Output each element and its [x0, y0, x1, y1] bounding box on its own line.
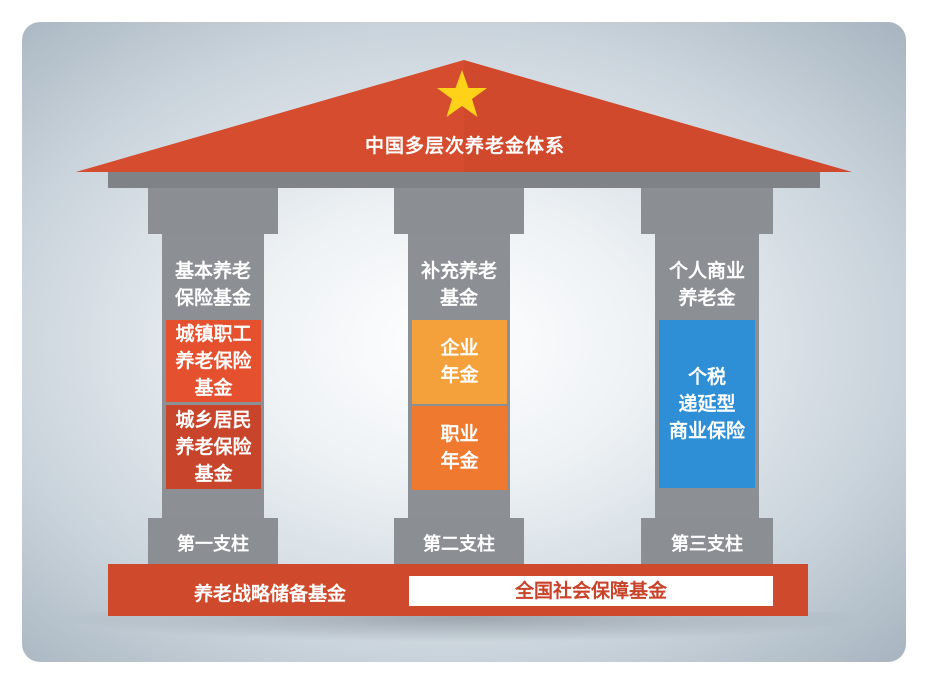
pillar-2-capital	[394, 188, 524, 234]
pillar-2-box-enterprise-annuity: 企业 年金	[412, 320, 507, 404]
pillar-1-capital	[148, 188, 278, 234]
pillar-2-base	[394, 518, 524, 564]
pillar-1-box-urban: 城镇职工 养老保险 基金	[166, 320, 261, 402]
pillar-3-title: 个人商业 养老金	[668, 260, 745, 309]
pillar-1-title: 基本养老 保险基金	[174, 260, 251, 309]
roof	[76, 60, 852, 188]
roof-title: 中国多层次养老金体系	[364, 135, 565, 157]
pillar-3-base-label: 第三支柱	[671, 534, 743, 555]
star-icon	[437, 70, 487, 117]
pillar-3-box-tax-deferred-insurance: 个税 递延型 商业保险	[659, 320, 755, 488]
pillar-2-base-label: 第二支柱	[423, 534, 495, 555]
pillar-2-box-occupational-annuity: 职业 年金	[412, 406, 507, 490]
pillar-3-capital	[641, 188, 773, 234]
floor-shadow	[60, 612, 870, 642]
pillar-1-box-rural: 城乡居民 养老保险 基金	[166, 405, 261, 489]
pillar-3-base	[641, 518, 773, 564]
foundation-left-label: 养老战略储备基金	[193, 583, 346, 605]
pillar-2-title: 补充养老 基金	[420, 260, 497, 309]
pillar-1-base-label: 第一支柱	[177, 534, 249, 555]
foundation-right-label: 全国社会保障基金	[409, 576, 773, 606]
pillar-1-base	[148, 518, 278, 564]
roof-beam	[108, 172, 820, 188]
